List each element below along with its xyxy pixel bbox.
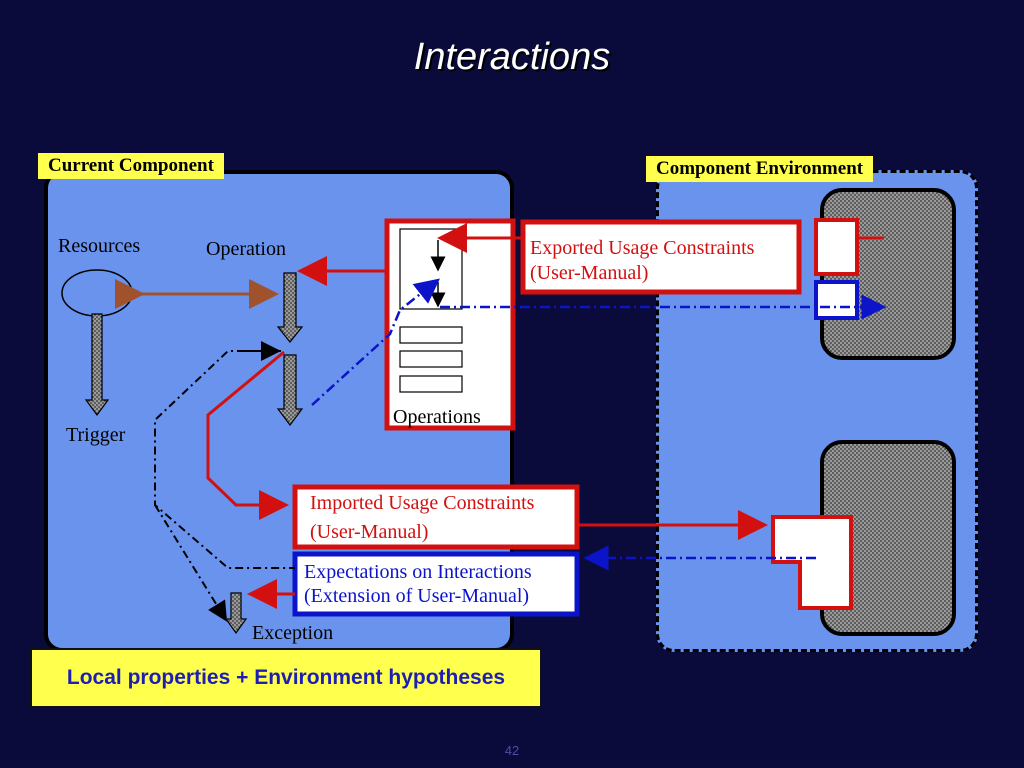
component-environment-label: Component Environment [646, 156, 874, 182]
operation-arrow-upper [276, 272, 304, 343]
expectations-line1: Expectations on Interactions [304, 561, 532, 583]
exported-constraints-box [520, 219, 802, 295]
current-component-label: Current Component [38, 153, 224, 179]
exported-line1: Exported Usage Constraints [530, 237, 755, 259]
env-export-port [814, 218, 859, 276]
exception-label: Exception [252, 622, 334, 644]
env-expect-port [814, 280, 859, 320]
operations-box [384, 218, 516, 431]
operation-arrow-lower [276, 354, 304, 426]
exception-arrow [224, 592, 248, 635]
bottom-summary-label: Local properties + Environment hypothese… [30, 648, 542, 708]
slide-title: Interactions [413, 36, 611, 78]
imported-line1: Imported Usage Constraints [310, 492, 535, 514]
expectations-line2: (Extension of User-Manual) [304, 585, 530, 607]
imported-constraints-box [292, 484, 580, 550]
exported-line2: (User-Manual) [530, 262, 649, 284]
operations-label: Operations [393, 406, 481, 428]
page-number: 42 [504, 743, 520, 758]
resources-ellipse [61, 269, 133, 317]
trigger-label: Trigger [66, 424, 126, 446]
env-import-port [771, 515, 853, 610]
resources-label: Resources [58, 235, 141, 257]
imported-line2: (User-Manual) [310, 521, 429, 543]
expectations-box [292, 551, 580, 617]
trigger-arrow [84, 313, 110, 417]
operation-label: Operation [206, 238, 286, 260]
